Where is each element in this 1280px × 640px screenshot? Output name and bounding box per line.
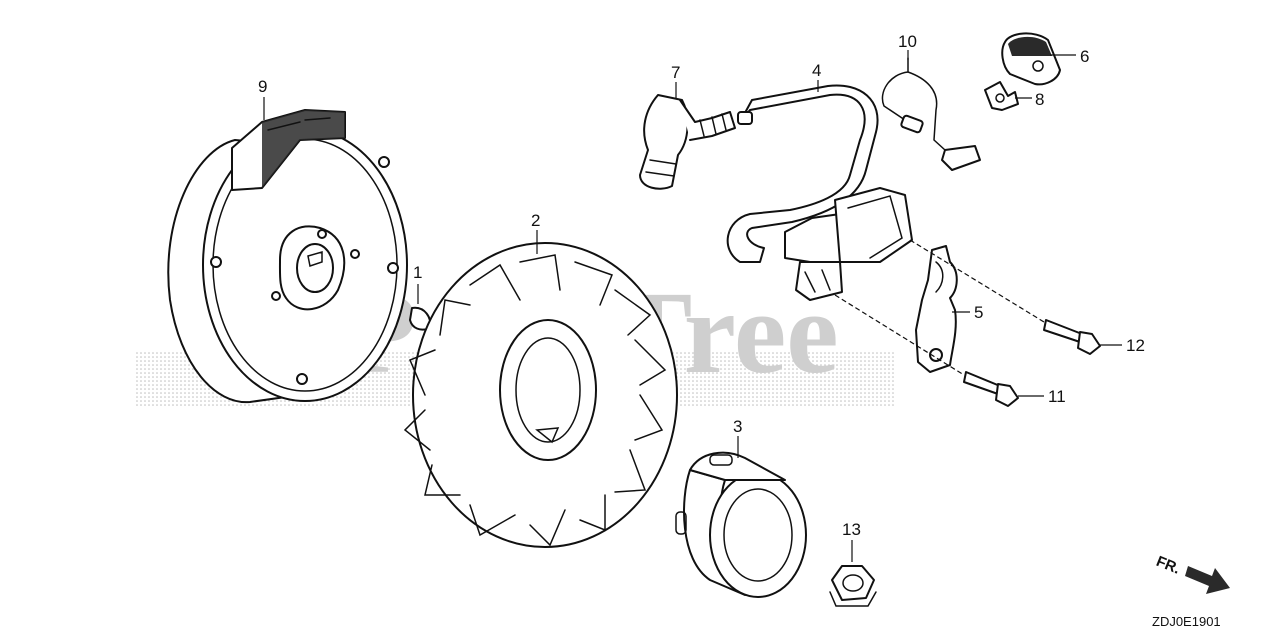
callout-4: 4: [812, 61, 821, 80]
callout-13: 13: [842, 520, 861, 539]
part-5-coil-bracket[interactable]: [915, 245, 958, 373]
part-2-cooling-fan[interactable]: [403, 242, 678, 548]
callout-6: 6: [1080, 47, 1089, 66]
part-11-bolt[interactable]: [963, 371, 1019, 407]
front-arrow-icon: [1185, 566, 1230, 594]
part-8-wire-clip[interactable]: [984, 81, 1019, 111]
callout-1: 1: [413, 263, 422, 282]
fr-label: FR.: [1154, 553, 1183, 578]
part-12-bolt[interactable]: [1043, 319, 1101, 355]
part-6-stop-switch-cover[interactable]: [1001, 32, 1061, 86]
part-13-flange-nut[interactable]: [829, 565, 877, 607]
callout-10: 10: [898, 32, 917, 51]
callout-2: 2: [531, 211, 540, 230]
part-3-hub-collar[interactable]: [675, 451, 807, 598]
part-4-ignition-coil[interactable]: [726, 84, 913, 301]
callout-9: 9: [258, 77, 267, 96]
callout-11: 11: [1048, 387, 1066, 406]
diagram-code: ZDJ0E1901: [1152, 614, 1221, 629]
front-direction-indicator: FR.: [1154, 553, 1230, 594]
part-7-plug-cap[interactable]: [639, 94, 736, 190]
callout-8: 8: [1035, 90, 1044, 109]
callout-12: 12: [1126, 336, 1145, 355]
part-9-flywheel[interactable]: [167, 109, 408, 404]
callout-5: 5: [974, 303, 983, 322]
callout-7: 7: [671, 63, 680, 82]
callout-3: 3: [733, 417, 742, 436]
part-10-stop-wire[interactable]: [881, 57, 981, 171]
